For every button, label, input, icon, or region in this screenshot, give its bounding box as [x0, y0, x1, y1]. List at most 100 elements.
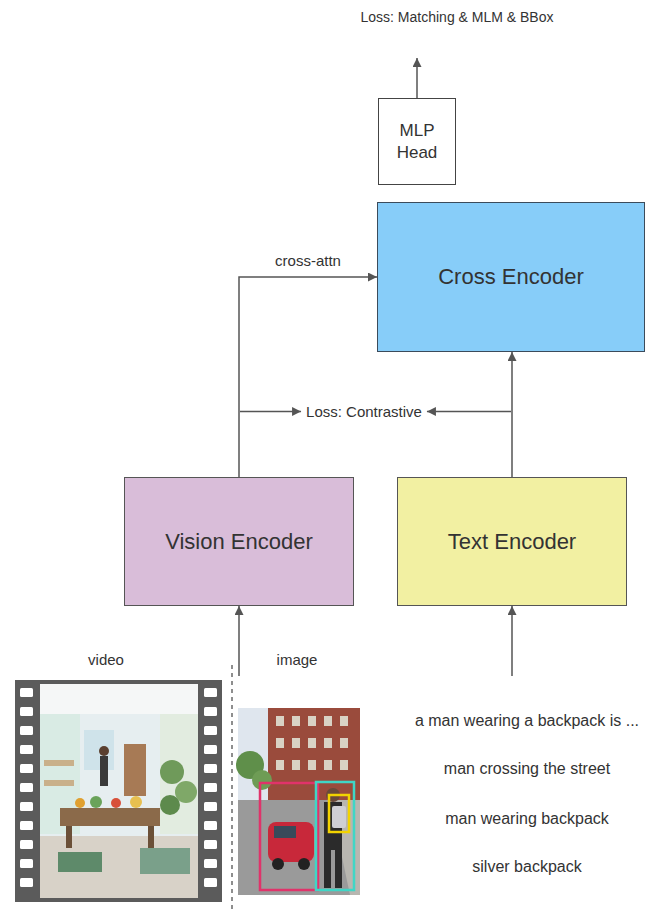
- illustration-part: [276, 760, 284, 770]
- caption-text: man crossing the street: [444, 760, 610, 778]
- illustration-part: [335, 850, 342, 888]
- cross-encoder-box: Cross Encoder: [377, 202, 645, 352]
- bbox-yellow: [329, 795, 349, 832]
- illustration-part: [90, 796, 102, 808]
- illustration-part: [111, 798, 121, 808]
- illustration-part: [308, 716, 316, 726]
- illustration-part: [308, 738, 316, 748]
- illustration-part: [204, 707, 217, 716]
- illustration-part: [276, 716, 348, 770]
- illustration-part: [204, 821, 217, 830]
- illustration-part: [340, 738, 348, 748]
- illustration-part: [268, 708, 360, 800]
- illustration-part: [276, 716, 284, 726]
- input-arrow: [511, 606, 513, 676]
- illustration-part: [298, 858, 310, 870]
- illustration-part: [148, 826, 154, 848]
- illustration-part: [20, 802, 33, 811]
- illustration-part: [204, 802, 217, 811]
- node-text: Text Encoder: [448, 528, 576, 556]
- node-text: MLP Head: [387, 120, 447, 163]
- illustration-part: [204, 764, 217, 773]
- contrastive-arrow: [240, 411, 301, 413]
- illustration-part: [324, 738, 332, 748]
- illustration-part: [308, 760, 316, 770]
- illustration-part: [324, 716, 332, 726]
- output-arrow: [416, 58, 418, 98]
- illustration-part: [324, 760, 332, 770]
- mlp-head-box: MLP Head: [378, 98, 456, 185]
- illustration-part: [20, 745, 33, 754]
- illustration-part: [20, 688, 33, 697]
- illustration-part: [40, 684, 198, 898]
- bbox-cyan: [316, 782, 354, 890]
- illustration-part: [40, 684, 198, 714]
- illustration-part: [204, 745, 217, 754]
- illustration-part: [130, 796, 142, 808]
- bbox-pink: [260, 783, 318, 890]
- illustration-part: [20, 783, 33, 792]
- vision-encoder-box: Vision Encoder: [124, 477, 354, 606]
- illustration-part: [340, 760, 348, 770]
- illustration-part: [60, 808, 160, 826]
- illustration-part: [40, 836, 198, 898]
- illustration-part: [58, 852, 102, 872]
- illustration-part: [20, 821, 33, 830]
- illustration-part: [204, 688, 217, 697]
- divider-line: [231, 665, 232, 910]
- illustration-part: [292, 760, 300, 770]
- illustration-part: [100, 756, 108, 786]
- illustration-part: [276, 738, 284, 748]
- illustration-part: [75, 798, 85, 808]
- illustration-part: [20, 840, 33, 849]
- illustration-part: [324, 850, 331, 888]
- illustration-part: [204, 878, 217, 887]
- caption-text: silver backpack: [472, 858, 581, 876]
- illustration-part: [252, 770, 272, 790]
- input-type-label: image: [277, 651, 318, 668]
- illustration-part: [274, 826, 296, 838]
- illustration-part: [15, 680, 222, 902]
- illustration-part: [160, 714, 198, 834]
- illustration-part: [340, 716, 348, 726]
- illustration-part: [20, 859, 33, 868]
- node-text: Cross Encoder: [438, 263, 584, 291]
- connector-arrow: [239, 277, 377, 477]
- illustration-part: [20, 726, 33, 735]
- illustration-part: [20, 764, 33, 773]
- caption-text: man wearing backpack: [445, 810, 609, 828]
- illustration-part: [238, 800, 360, 895]
- illustration-part: [160, 795, 180, 815]
- room-photo: [40, 684, 198, 898]
- illustration-part: [272, 858, 284, 870]
- illustration-part: [268, 822, 314, 862]
- illustration-part: [20, 707, 33, 716]
- illustration-part: [204, 726, 217, 735]
- connector-arrow: [511, 352, 513, 477]
- illustration-part: [332, 806, 346, 828]
- text-encoder-box: Text Encoder: [397, 477, 627, 606]
- loss-label: Loss: Matching & MLM & BBox: [361, 9, 554, 25]
- illustration-part: [160, 760, 184, 784]
- illustration-part: [84, 730, 114, 770]
- edge-label: cross-attn: [275, 252, 341, 269]
- caption-text: a man wearing a backpack is ...: [415, 712, 639, 730]
- illustration-part: [20, 878, 33, 887]
- input-type-label: video: [88, 651, 124, 668]
- illustration-part: [66, 826, 72, 848]
- input-arrow: [238, 606, 240, 676]
- illustration-part: [292, 716, 300, 726]
- illustration-part: [292, 738, 300, 748]
- illustration-part: [99, 746, 109, 756]
- illustration-part: [44, 760, 74, 766]
- illustration-part: [44, 780, 74, 786]
- illustration-part: [204, 840, 217, 849]
- illustration-part: [238, 708, 360, 895]
- node-text: Vision Encoder: [165, 528, 313, 556]
- film-strip: [15, 680, 222, 902]
- illustration-part: [204, 783, 217, 792]
- street-photo: [236, 708, 360, 895]
- illustration-part: [204, 859, 217, 868]
- illustration-part: [124, 744, 146, 796]
